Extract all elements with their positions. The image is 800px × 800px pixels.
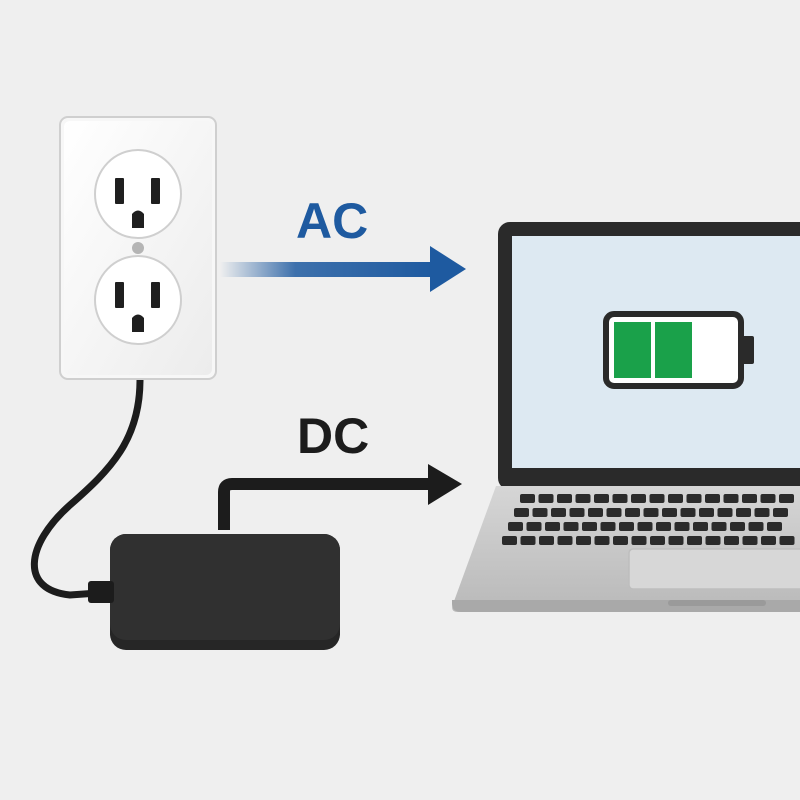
keyboard-key	[606, 508, 622, 517]
keyboard-key	[502, 536, 517, 545]
keyboard-key	[736, 508, 751, 517]
keyboard-key	[767, 522, 782, 531]
keyboard-key	[668, 494, 683, 503]
dc-label: DC	[297, 408, 369, 464]
keyboard-key	[545, 522, 560, 531]
battery-cells	[614, 322, 692, 378]
keyboard-key	[631, 494, 646, 503]
keyboard-key	[699, 508, 714, 517]
keyboard-key	[526, 522, 542, 531]
keyboard-key	[717, 508, 733, 517]
keyboard-key	[557, 494, 572, 503]
keyboard-key	[754, 508, 770, 517]
keyboard-key	[705, 494, 720, 503]
keyboard-key	[576, 536, 591, 545]
laptop-trackpad	[628, 548, 800, 590]
keyboard-key	[773, 508, 788, 517]
battery-cell	[655, 322, 692, 378]
keyboard-key	[693, 522, 708, 531]
keyboard-key	[514, 508, 529, 517]
laptop-icon	[452, 222, 800, 612]
keyboard-key	[612, 494, 628, 503]
keyboard-key	[761, 536, 776, 545]
keyboard-key	[649, 494, 665, 503]
keyboard-key	[723, 494, 739, 503]
keyboard-key	[569, 508, 585, 517]
keyboard-key	[637, 522, 653, 531]
keyboard-key	[656, 522, 671, 531]
keyboard-key	[742, 536, 758, 545]
keyboard-key	[631, 536, 647, 545]
keyboard-key	[594, 536, 610, 545]
power-brick-icon	[88, 534, 340, 650]
keyboard-key	[643, 508, 659, 517]
keyboard-key	[575, 494, 591, 503]
keyboard-key	[539, 536, 554, 545]
keyboard-key	[779, 494, 794, 503]
keyboard-key	[687, 536, 702, 545]
keyboard-key	[520, 536, 536, 545]
laptop-keyboard	[502, 494, 795, 545]
keyboard-key	[508, 522, 523, 531]
dc-arrow	[218, 464, 462, 530]
keyboard-key	[742, 494, 757, 503]
keyboard-key	[748, 522, 764, 531]
keyboard-key	[588, 508, 603, 517]
keyboard-key	[662, 508, 677, 517]
keyboard-key	[600, 522, 616, 531]
keyboard-key	[730, 522, 745, 531]
battery-cell	[614, 322, 651, 378]
keyboard-key	[551, 508, 566, 517]
keyboard-key	[538, 494, 554, 503]
ac-arrow	[220, 246, 466, 292]
keyboard-key	[686, 494, 702, 503]
keyboard-key	[711, 522, 727, 531]
keyboard-key	[650, 536, 665, 545]
keyboard-key	[613, 536, 628, 545]
outlet-receptacle-top	[94, 149, 182, 239]
keyboard-key	[582, 522, 597, 531]
outlet-screw	[132, 242, 144, 254]
battery-icon	[603, 311, 754, 389]
wall-outlet-icon	[59, 116, 217, 380]
keyboard-key	[520, 494, 535, 503]
outlet-receptacle-bottom	[94, 255, 182, 345]
keyboard-key	[625, 508, 640, 517]
keyboard-key	[532, 508, 548, 517]
keyboard-key	[668, 536, 684, 545]
keyboard-key	[705, 536, 721, 545]
keyboard-key	[779, 536, 795, 545]
ac-label: AC	[296, 193, 368, 249]
keyboard-key	[594, 494, 609, 503]
keyboard-key	[557, 536, 573, 545]
keyboard-key	[674, 522, 690, 531]
keyboard-key	[760, 494, 776, 503]
keyboard-key	[563, 522, 579, 531]
keyboard-key	[724, 536, 739, 545]
outlet-cable	[30, 376, 144, 599]
keyboard-key	[619, 522, 634, 531]
keyboard-key	[680, 508, 696, 517]
